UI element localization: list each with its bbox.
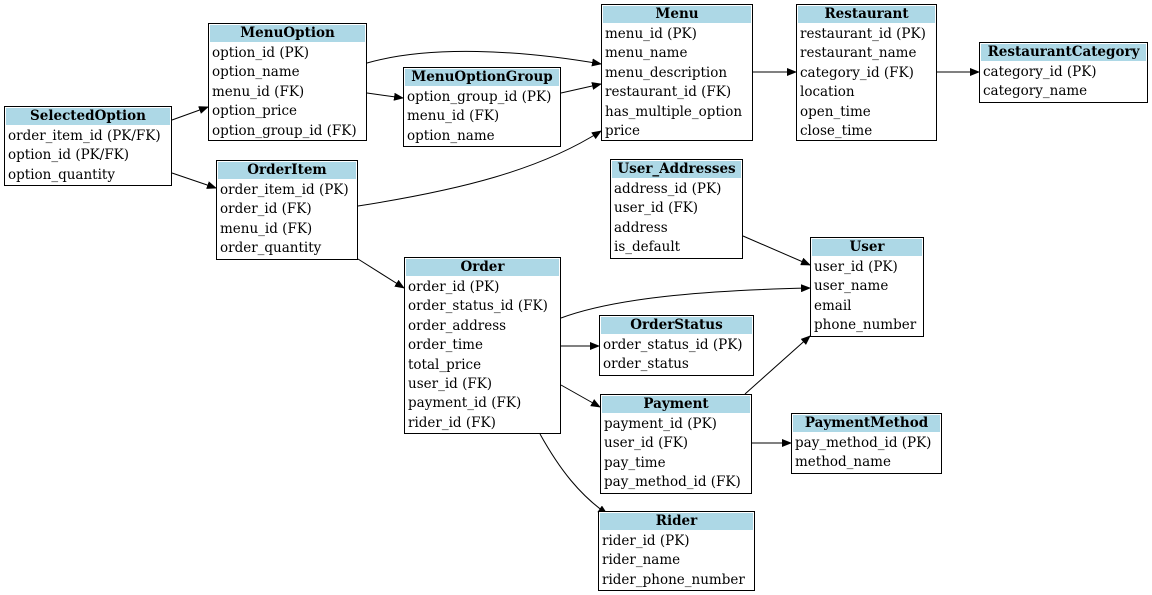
table-title: MenuOptionGroup (405, 69, 559, 86)
field-row: user_id (PK) (814, 259, 898, 275)
table-menuoption[interactable]: MenuOption option_id (PK) option_name me… (208, 23, 367, 141)
field-row: restaurant_id (FK) (605, 84, 732, 101)
field-row: user_name (814, 278, 889, 295)
field-row: user_id (FK) (408, 375, 493, 392)
table-user-addresses[interactable]: User_Addresses address_id (PK) user_id (… (610, 159, 743, 259)
field-row: total_price (408, 356, 482, 373)
field-row: rider_id (PK) (602, 533, 690, 549)
table-title: SelectedOption (6, 108, 170, 125)
edge-order-payment (560, 384, 601, 408)
field-row: menu_description (605, 64, 728, 81)
field-row: category_id (FK) (800, 64, 914, 81)
field-row: location (800, 84, 855, 101)
edge-menuoption-menuoptiongroup (366, 92, 404, 101)
table-order[interactable]: Order order_id (PK) order_status_id (FK)… (404, 257, 561, 434)
field-row: payment_id (FK) (408, 395, 522, 412)
table-title: Restaurant (798, 6, 935, 23)
field-row: menu_name (605, 45, 688, 62)
field-row: order_item_id (PK) (220, 182, 349, 198)
field-row: method_name (795, 454, 891, 471)
table-title: PaymentMethod (793, 415, 940, 432)
field-row: address_id (PK) (614, 181, 722, 197)
field-row: user_id (FK) (614, 200, 699, 217)
field-row: option_group_id (PK) (407, 89, 552, 105)
field-row: price (605, 122, 640, 139)
edge-payment-user (744, 335, 811, 395)
field-row: order_id (FK) (220, 201, 312, 218)
field-row: menu_id (FK) (220, 220, 313, 237)
field-row: restaurant_name (800, 45, 917, 62)
table-title: RestaurantCategory (981, 44, 1146, 61)
field-row: is_default (614, 239, 681, 256)
edge-selectedoption-menuoption (171, 106, 209, 121)
field-row: user_id (FK) (604, 435, 689, 452)
field-row: menu_id (FK) (212, 83, 305, 100)
field-row: option_quantity (8, 166, 115, 183)
edge-menuoption-menu (366, 50, 602, 67)
field-row: order_item_id (PK/FK) (8, 128, 161, 144)
table-title: User_Addresses (612, 161, 741, 178)
field-row: option_name (212, 64, 300, 81)
field-row: has_multiple_option (605, 103, 743, 120)
field-row: rider_phone_number (602, 571, 745, 588)
edge-orderitem-menu (357, 130, 602, 207)
table-orderstatus[interactable]: OrderStatus order_status_id (PK) order_s… (599, 315, 754, 376)
field-row: order_status (603, 356, 689, 373)
table-selectedoption[interactable]: SelectedOption order_item_id (PK/FK) opt… (4, 106, 172, 186)
field-row: option_id (PK) (212, 45, 310, 61)
field-row: menu_id (PK) (605, 26, 697, 42)
table-restaurant[interactable]: Restaurant restaurant_id (PK) restaurant… (796, 4, 937, 141)
field-row: order_status_id (PK) (603, 337, 743, 353)
field-row: pay_time (604, 454, 666, 471)
field-row: phone_number (814, 317, 917, 334)
edge-orderitem-order (357, 258, 405, 289)
table-menu[interactable]: Menu menu_id (PK) menu_name menu_descrip… (601, 4, 753, 141)
field-row: category_name (983, 83, 1088, 100)
field-row: menu_id (FK) (407, 108, 500, 125)
field-row: order_id (PK) (408, 279, 500, 295)
table-menuoptiongroup[interactable]: MenuOptionGroup option_group_id (PK) men… (403, 67, 561, 147)
field-row: order_quantity (220, 240, 322, 257)
table-restaurantcategory[interactable]: RestaurantCategory category_id (PK) cate… (979, 42, 1148, 103)
table-title: MenuOption (210, 25, 365, 42)
field-row: open_time (800, 103, 871, 120)
field-row: rider_id (FK) (408, 414, 496, 431)
field-row: rider_name (602, 552, 681, 569)
table-title: Order (406, 259, 559, 276)
edge-menuoptiongroup-menu (560, 82, 602, 94)
field-row: category_id (PK) (983, 64, 1097, 80)
field-row: email (814, 297, 852, 314)
field-row: restaurant_id (PK) (800, 26, 926, 42)
field-row: pay_method_id (PK) (795, 435, 932, 451)
field-row: pay_method_id (FK) (604, 474, 741, 491)
field-row: order_time (408, 337, 483, 354)
table-title: User (812, 239, 922, 256)
edge-selectedoption-orderitem (171, 172, 217, 189)
field-row: order_address (408, 317, 507, 334)
table-title: Payment (602, 396, 750, 413)
field-row: address (614, 219, 668, 236)
table-title: OrderItem (218, 162, 356, 179)
field-row: option_group_id (FK) (212, 122, 357, 139)
edge-useraddresses-user (742, 235, 811, 266)
edge-order-user (560, 284, 811, 319)
field-row: close_time (800, 122, 873, 139)
table-rider[interactable]: Rider rider_id (PK) rider_name rider_pho… (598, 511, 755, 591)
table-paymentmethod[interactable]: PaymentMethod pay_method_id (PK) method_… (791, 413, 942, 474)
field-row: option_name (407, 127, 495, 144)
field-row: option_id (PK/FK) (8, 147, 130, 164)
table-title: OrderStatus (601, 317, 752, 334)
table-orderitem[interactable]: OrderItem order_item_id (PK) order_id (F… (216, 160, 358, 260)
field-row: payment_id (PK) (604, 416, 717, 432)
field-row: option_price (212, 103, 298, 120)
edge-order-rider (539, 433, 608, 515)
table-title: Rider (600, 513, 753, 530)
table-title: Menu (603, 6, 751, 23)
field-row: order_status_id (FK) (408, 298, 548, 315)
table-user[interactable]: User user_id (PK) user_name email phone_… (810, 237, 924, 337)
table-payment[interactable]: Payment payment_id (PK) user_id (FK) pay… (600, 394, 752, 494)
